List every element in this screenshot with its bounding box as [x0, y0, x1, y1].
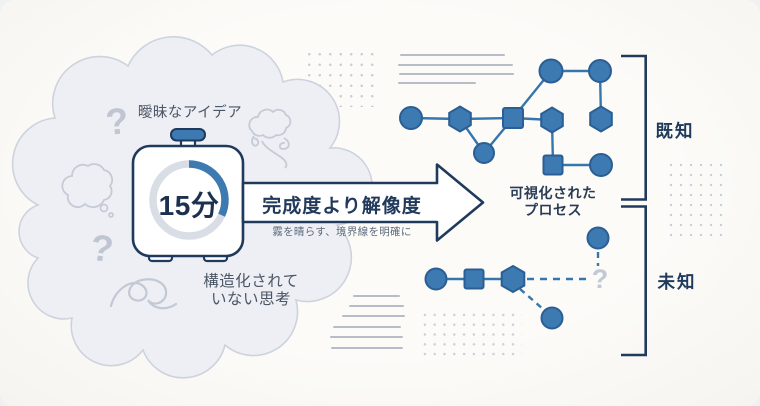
legend-known-label: 既知: [655, 121, 695, 141]
hexagon-node: [500, 264, 526, 294]
square-node: [542, 154, 564, 176]
timer-illustration: [131, 128, 245, 263]
question-mark-doodle: ?: [88, 227, 115, 270]
timer-dial-progress: [188, 160, 229, 217]
process-caption: 可視化された プロセス: [498, 185, 608, 219]
known-bracket: [621, 54, 647, 201]
dots-decoration-bottom: [420, 310, 522, 358]
hexagon-node: [589, 105, 613, 133]
circle-node: [473, 142, 495, 164]
known-process-network: [399, 58, 613, 177]
transition-arrow: [241, 163, 485, 242]
unknown-question-mark: ?: [592, 264, 609, 294]
cloud-top-label: 曖昧なアイデア: [137, 105, 243, 121]
arrow-subtitle: 霧を晴らす、境界線を明確に: [272, 226, 412, 238]
process-caption-line1: 可視化された: [509, 185, 597, 201]
lines-decoration: [399, 73, 514, 76]
scribble-doodle: [109, 278, 178, 310]
hexagon-node: [540, 106, 564, 134]
square-node: [463, 268, 485, 290]
unknown-process-network: ?: [424, 226, 610, 330]
lines-decoration: [331, 347, 403, 349]
question-mark-doodle: ?: [104, 100, 131, 143]
lines-decoration: [398, 82, 476, 85]
legend-brackets: [621, 54, 647, 357]
thought-bubble-doodle: [61, 163, 114, 218]
process-caption-line2: プロセス: [524, 201, 582, 218]
arrow-title: 完成度より解像度: [262, 196, 422, 217]
lines-decoration: [342, 315, 405, 317]
unknown-bracket: [621, 205, 647, 357]
circle-node: [586, 226, 610, 250]
cloud-bottom-label: 構造化されて いない思考: [186, 273, 316, 310]
lines-decoration: [400, 54, 505, 57]
circle-node: [424, 267, 448, 291]
dots-decoration-right: [666, 160, 724, 242]
lines-decoration: [330, 336, 403, 338]
network-nodes: [399, 58, 613, 177]
circle-node: [538, 58, 564, 84]
lines-decoration: [349, 305, 404, 307]
cloud-bottom-label-line1: 構造化されて: [203, 273, 299, 290]
circle-node: [399, 106, 423, 130]
legend-unknown-label: 未知: [657, 272, 697, 292]
timer-duration-label: 15分: [158, 190, 220, 221]
cloud-bottom-label-line2: いない思考: [210, 291, 291, 309]
circle-node: [540, 306, 564, 330]
square-node: [502, 107, 524, 129]
lines-decoration: [353, 295, 400, 297]
timer-button: [170, 128, 206, 142]
lines-decoration: [333, 326, 401, 328]
lines-decoration: [398, 64, 513, 67]
circle-node: [589, 153, 613, 177]
scribble-cloud-doodle: [248, 108, 292, 169]
hexagon-node: [448, 105, 472, 133]
circle-node: [588, 59, 612, 83]
network-nodes: [424, 226, 610, 330]
